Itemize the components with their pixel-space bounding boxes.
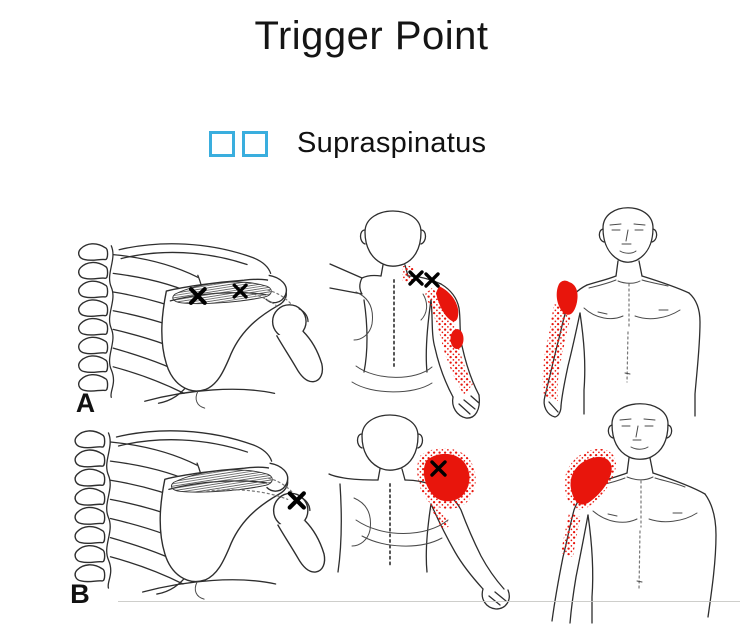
skeletal-diagram-a: A (76, 234, 328, 416)
pain-figure-front-top (542, 207, 701, 418)
pain-figure-back-bottom (328, 414, 510, 610)
figure-label-a: A (76, 388, 95, 416)
checkbox-outline-icon (242, 130, 268, 157)
trigger-point-x-icon (430, 460, 447, 477)
trigger-point-x-icon (408, 270, 440, 288)
figure-label-b: B (70, 578, 90, 609)
scan-border-line (118, 601, 740, 602)
trigger-point-x-icon (206, 489, 306, 510)
body-outline (551, 403, 717, 624)
checkbox-outline-icon (209, 130, 235, 157)
pain-referral-region (561, 448, 617, 557)
bullet-row: Supraspinatus (209, 127, 486, 160)
body-outline (543, 207, 701, 418)
pain-referral-region (417, 448, 476, 530)
pain-referral-region (542, 280, 578, 401)
muscle-name-label: Supraspinatus (297, 127, 487, 159)
page-title: Trigger Point (254, 14, 489, 58)
body-outline (328, 414, 510, 610)
skeletal-diagram-b: B (70, 418, 328, 609)
pain-figure-front-bottom (551, 403, 717, 624)
pain-figure-back-top (329, 210, 481, 419)
trigger-point-x-icon (188, 283, 278, 307)
pain-referral-region (402, 266, 473, 395)
